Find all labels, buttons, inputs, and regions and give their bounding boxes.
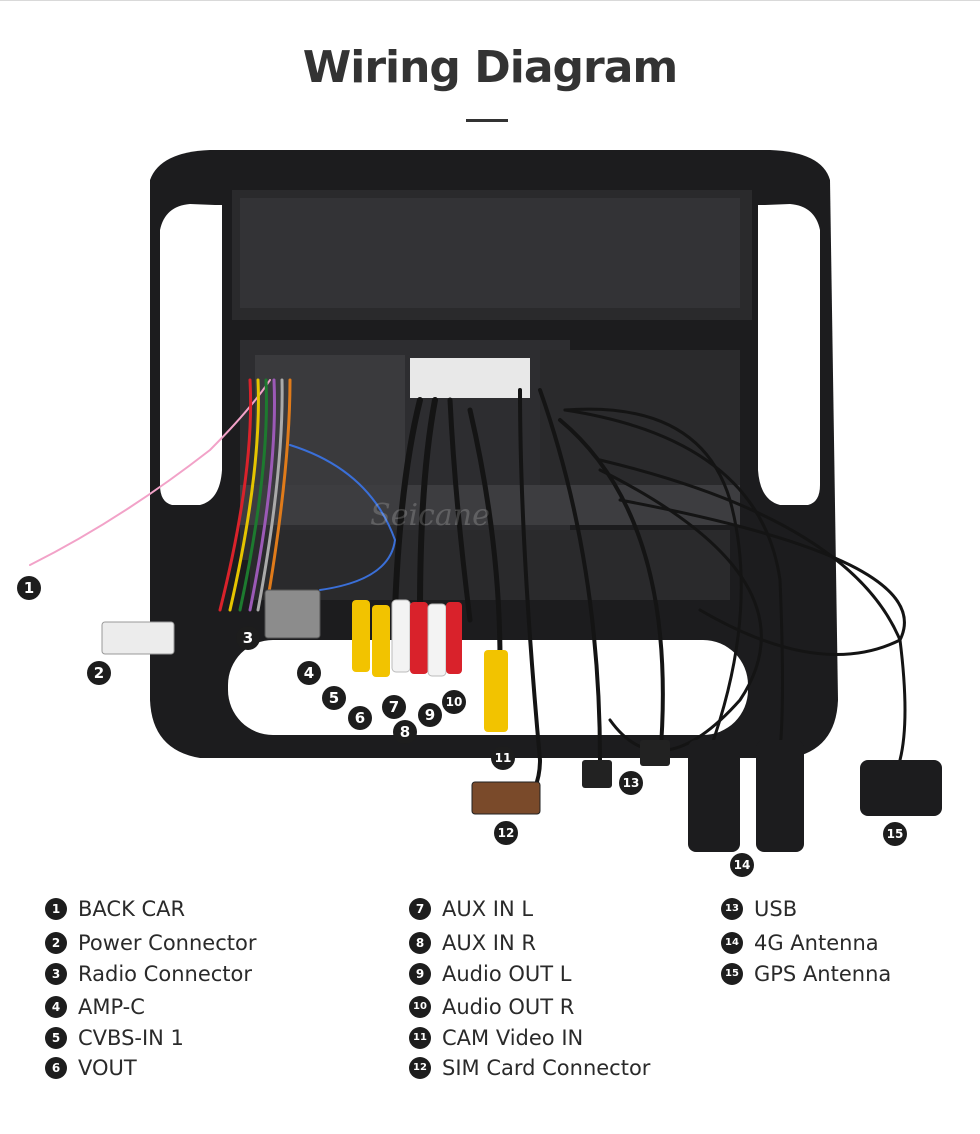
legend-item-cvbs-in-1: 5 CVBS-IN 1 — [45, 1025, 184, 1051]
legend-item-vout: 6 VOUT — [45, 1055, 137, 1081]
head-unit-diagram: Seicane — [29, 150, 942, 852]
callout-7: 7 — [382, 695, 406, 719]
legend-item-usb: 13 USB — [721, 896, 797, 922]
callout-12: 12 — [494, 821, 518, 845]
callout-6: 6 — [348, 706, 372, 730]
callout-8: 8 — [393, 720, 417, 744]
usb-plugs — [582, 740, 670, 788]
legend-item-back-car: 1 BACK CAR — [45, 896, 185, 922]
sim-card-connector — [471, 781, 541, 815]
legend-item-amp-c: 4 AMP-C — [45, 994, 145, 1020]
title-underline — [466, 119, 508, 122]
legend-item-radio-connector: 3 Radio Connector — [45, 961, 252, 987]
callout-13: 13 — [619, 771, 643, 795]
legend-item-audio-out-l: 9 Audio OUT L — [409, 961, 571, 987]
legend-item-aux-in-l: 7 AUX IN L — [409, 896, 533, 922]
callout-10: 10 — [442, 690, 466, 714]
legend-item-power-connector: 2 Power Connector — [45, 930, 256, 956]
top-divider — [0, 0, 980, 1]
callout-11: 11 — [491, 746, 515, 770]
legend-item-4g-antenna: 14 4G Antenna — [721, 930, 879, 956]
callout-5: 5 — [322, 686, 346, 710]
callout-3: 3 — [236, 626, 260, 650]
legend-item-sim-card-connector: 12 SIM Card Connector — [409, 1055, 650, 1081]
watermark: Seicane — [370, 498, 490, 533]
callout-4: 4 — [297, 661, 321, 685]
radio-connector — [264, 589, 321, 639]
callout-14: 14 — [730, 853, 754, 877]
legend-item-aux-in-r: 8 AUX IN R — [409, 930, 536, 956]
legend-item-audio-out-r: 10 Audio OUT R — [409, 994, 574, 1020]
callout-15: 15 — [883, 822, 907, 846]
page-title: Wiring Diagram — [302, 42, 679, 93]
legend-item-gps-antenna: 15 GPS Antenna — [721, 961, 891, 987]
power-connector — [101, 621, 175, 655]
gps-antenna — [860, 760, 942, 816]
4g-antennas — [688, 740, 804, 852]
callout-1: 1 — [17, 576, 41, 600]
callout-9: 9 — [418, 703, 442, 727]
rca-plugs — [352, 599, 508, 732]
callout-2: 2 — [87, 661, 111, 685]
legend-item-cam-video-in: 11 CAM Video IN — [409, 1025, 583, 1051]
